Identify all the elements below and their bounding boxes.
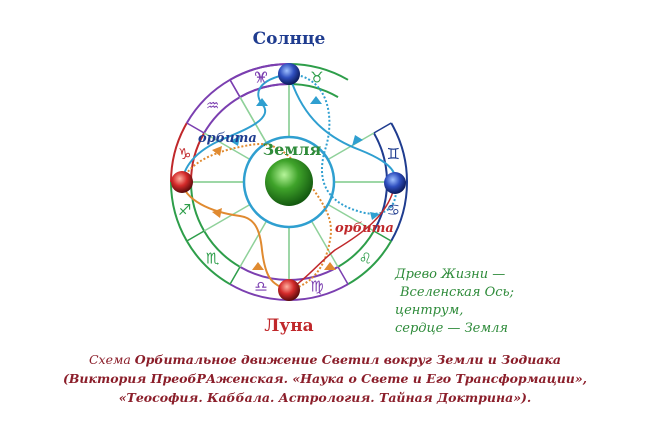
sun-label: Солнце — [253, 29, 326, 49]
earth-label: Земля — [263, 140, 322, 159]
tree-line-3: центрум, — [395, 303, 463, 318]
sagittarius-icon: ♐ — [178, 201, 191, 219]
blue-orbit-path-b — [181, 73, 290, 183]
moon-label: Луна — [264, 316, 313, 336]
caption-title: Орбитальное движение Светил вокруг Земли… — [134, 352, 561, 367]
earth-ball — [265, 158, 313, 206]
ring-segment-leo — [347, 240, 393, 286]
spoke — [310, 220, 339, 268]
ring-segment-capricorn — [170, 122, 188, 183]
blue-orbit-arrows — [230, 96, 380, 220]
capricorn-icon: ♑ — [178, 145, 191, 163]
leo-icon: ♌ — [359, 249, 372, 267]
tree-line-1: Древо Жизни — — [394, 267, 505, 282]
tree-line-4: сердце — Земля — [395, 321, 508, 336]
ring-divider — [337, 266, 349, 285]
spoke — [239, 220, 268, 268]
caption-line-2: (Виктория ПреобРАженская. «Наука о Свете… — [62, 371, 588, 386]
aquarius-icon: ♒ — [206, 97, 219, 115]
zodiac-spokes — [191, 84, 387, 280]
ring-divider — [186, 122, 205, 134]
virgo-icon: ♍ — [310, 277, 323, 295]
ring-divider — [229, 266, 241, 285]
orbit-label-left: орбита — [198, 131, 257, 146]
scorpio-icon: ♏ — [206, 249, 220, 267]
red-orbit-path-c — [288, 182, 396, 291]
cancer-icon: ♋ — [387, 201, 400, 219]
zodiac-ring — [170, 63, 408, 301]
caption: Схема Орбитальное движение Светил вокруг… — [0, 350, 650, 407]
ring-segment-scorpio — [185, 240, 231, 286]
ring-segment-cancer — [390, 181, 408, 242]
ring-segment-aquarius — [203, 96, 241, 134]
ring-segment-leo — [337, 230, 375, 268]
red-orbit-arrows — [212, 146, 336, 270]
ring-segment-sagittarius — [190, 181, 205, 232]
sun-ball — [278, 63, 300, 85]
spoke — [203, 203, 251, 232]
ring-segment-gemini — [390, 122, 408, 183]
red-orbit-path-a — [181, 181, 290, 291]
ring-divider — [373, 230, 392, 242]
blue-ball-right — [384, 172, 406, 194]
spoke — [203, 132, 251, 161]
libra-icon: ♎ — [254, 277, 267, 295]
ring-segment-scorpio — [203, 230, 241, 268]
moon-ball — [278, 279, 300, 301]
ring-divider — [229, 79, 241, 98]
caption-prefix: Схема — [88, 352, 131, 367]
spoke — [327, 203, 375, 232]
taurus-icon: ♉ — [310, 69, 323, 87]
tree-line-2: Вселенская Ось; — [399, 285, 514, 300]
tree-of-life-text: Древо Жизни — Вселенская Ось; центрум, с… — [394, 267, 514, 336]
ring-divider — [373, 122, 392, 134]
gemini-icon: ♊ — [387, 145, 400, 163]
zodiac-glyphs: ♈ ♉ ♊ ♋ ♌ ♍ ♎ ♏ ♐ ♑ ♒ ♓ — [178, 69, 400, 296]
aries-icon: ♈ — [254, 69, 267, 87]
blue-orbit-path-c — [288, 73, 397, 184]
red-ball-left — [171, 171, 193, 193]
earth-inner-circle — [242, 135, 336, 229]
blue-orbit-path-a — [288, 73, 397, 215]
spoke — [239, 96, 268, 144]
ring-segment-aquarius — [185, 78, 231, 124]
caption-line-1: Схема Орбитальное движение Светил вокруг… — [0, 350, 650, 369]
caption-line-3: «Теософия. Каббала. Астрология. Тайная Д… — [118, 390, 532, 405]
pisces-icon: ♓ — [254, 69, 267, 87]
ring-segment-sagittarius — [170, 181, 188, 242]
ring-divider — [186, 230, 205, 242]
orbit-label-right: орбита — [335, 221, 394, 236]
